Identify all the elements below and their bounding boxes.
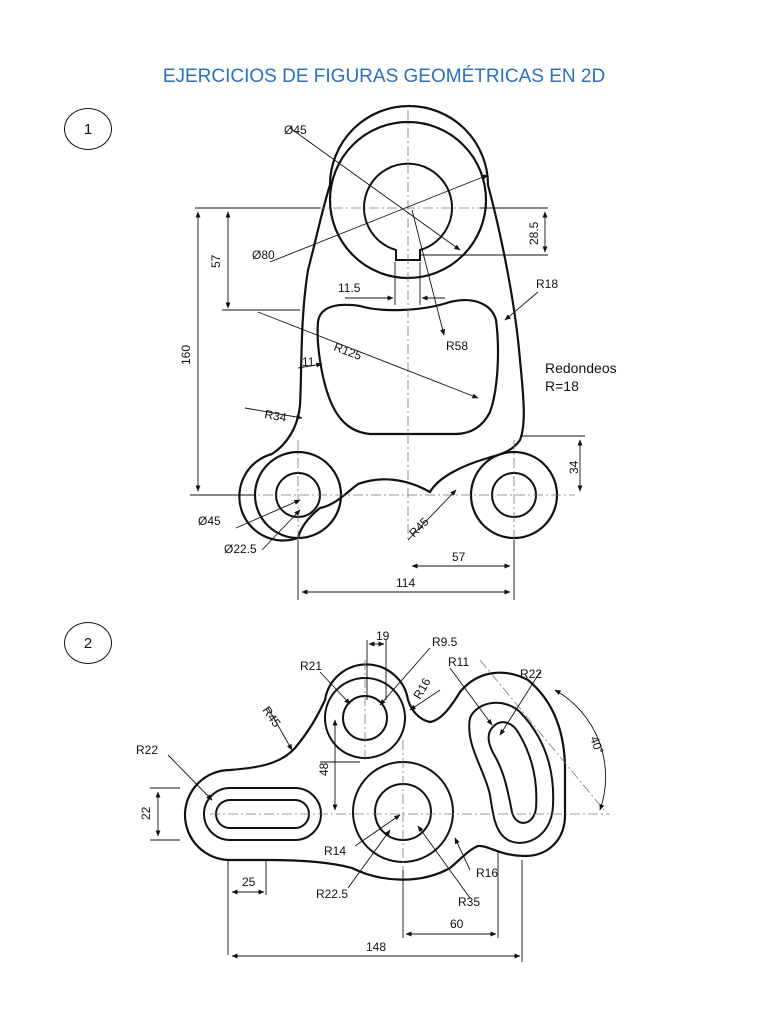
ex2-dim-r16-bottom: R16 [476, 866, 498, 880]
ex1-dim-d45-bottom: Ø45 [198, 514, 221, 528]
ex2-dim-25: 25 [242, 875, 256, 889]
ex1-note-line1: Redondeos [545, 360, 617, 376]
ex2-dim-40-deg: 40° [587, 734, 606, 756]
ex2-dim-r14: R14 [324, 844, 346, 858]
ex2-dim-r21: R21 [300, 659, 322, 673]
ex2-right-slot-inner [487, 721, 538, 824]
ex1-dim-11: 11 [302, 355, 315, 369]
ex1-dim-57-bottom: 57 [452, 550, 466, 564]
ex2-dim-r45: R45 [260, 704, 284, 730]
ex2-right-slot-outer [468, 701, 555, 844]
ex1-dim-28-5: 28.5 [527, 221, 541, 245]
ex1-dim-d80: Ø80 [252, 248, 275, 262]
ex1-dim-d22-5: Ø22.5 [224, 542, 257, 556]
ex1-dim-r34: R34 [263, 407, 287, 425]
ex1-note-line2: R=18 [545, 378, 579, 394]
ex2-dim-r11: R11 [448, 655, 469, 669]
exercise-1-number: 1 [64, 108, 112, 150]
ex2-dim-19: 19 [376, 629, 390, 643]
ex2-dim-r22-left: R22 [136, 743, 158, 757]
page-title: EJERCICIOS DE FIGURAS GEOMÉTRICAS EN 2D [162, 66, 606, 87]
exercise-1-drawing [190, 104, 585, 600]
ex2-dim-r9-5: R9.5 [432, 635, 458, 649]
ex2-dim-48: 48 [317, 762, 331, 776]
ex2-dim-r35: R35 [458, 895, 480, 909]
ex1-dim-d45-top: Ø45 [284, 123, 307, 137]
ex1-dim-57: 57 [209, 254, 223, 268]
ex2-dim-r22-5: R22.5 [316, 887, 348, 901]
exercise-2-drawing [150, 640, 610, 962]
ex1-dim-160: 160 [179, 345, 193, 365]
ex2-dim-r22-right: R22 [520, 667, 542, 681]
ex2-dim-22: 22 [139, 806, 153, 820]
ex2-dim-148: 148 [366, 940, 386, 954]
ex1-inner-window [316, 299, 500, 436]
ex2-left-slot-outer [203, 787, 322, 841]
ex1-dim-34: 34 [567, 460, 581, 474]
ex2-left-slot-inner [215, 799, 310, 829]
ex1-dim-r58: R58 [446, 339, 468, 353]
ex1-dim-11-5: 11.5 [338, 281, 361, 295]
ex1-dim-r125: R125 [332, 340, 364, 363]
ex1-dim-r45: R45 [406, 514, 432, 540]
ex1-dim-r18: R18 [536, 277, 558, 291]
ex2-dim-60: 60 [450, 917, 464, 931]
ex2-outer-profile [183, 663, 567, 881]
exercise-2-number: 2 [64, 622, 112, 664]
ex1-dim-114: 114 [396, 576, 415, 590]
ex2-dim-r16-top: R16 [410, 675, 433, 701]
ex1-outer-profile [238, 104, 525, 542]
